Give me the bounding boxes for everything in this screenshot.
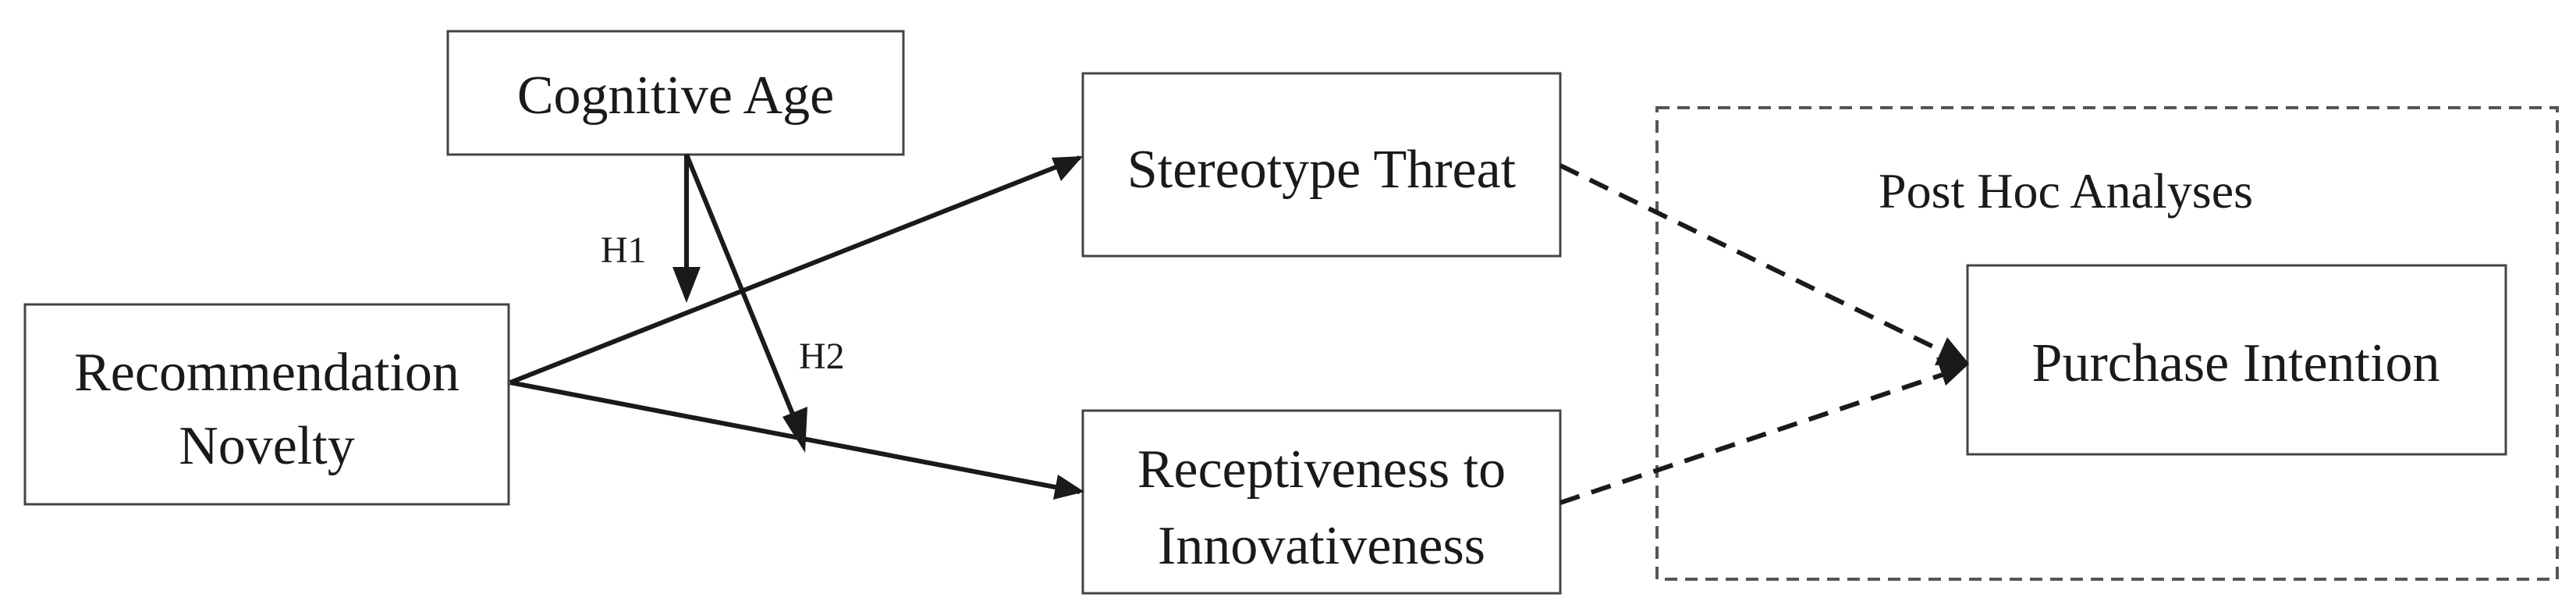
node-recommendation-novelty-line2: Novelty: [179, 416, 355, 476]
node-purchase-intention: Purchase Intention: [1966, 264, 2507, 456]
arrowhead-purchase-from-receptiveness: [1936, 358, 1969, 386]
arrowhead-h1: [672, 267, 701, 303]
arrowhead-purchase-from-threat: [1935, 337, 1969, 365]
node-stereotype-threat: Stereotype Threat: [1081, 72, 1562, 258]
arrowhead-receptiveness: [1053, 475, 1084, 500]
arrow-cognitive-age-h2: [684, 153, 798, 423]
arrow-receptiveness-to-purchase-intention: [1559, 372, 1943, 505]
hypothesis-h1-label: H1: [601, 230, 647, 271]
arrowhead-h2: [782, 407, 807, 453]
node-stereotype-threat-label: Stereotype Threat: [1127, 140, 1517, 200]
node-recommendation-novelty: Recommendation Novelty: [23, 303, 510, 506]
node-purchase-intention-label: Purchase Intention: [2032, 333, 2440, 393]
arrow-novelty-to-receptiveness: [509, 380, 1080, 494]
arrow-stereotype-threat-to-purchase-intention: [1559, 163, 1944, 354]
node-recommendation-novelty-line1: Recommendation: [74, 343, 459, 403]
post-hoc-group-box: [1655, 106, 2559, 581]
arrowhead-stereotype-threat: [1052, 156, 1083, 181]
node-receptiveness-line2: Innovativeness: [1158, 516, 1485, 576]
node-cognitive-age: Cognitive Age: [446, 30, 905, 156]
arrow-novelty-to-stereotype-threat: [509, 155, 1081, 385]
node-receptiveness-innovativeness: Receptiveness to Innovativeness: [1081, 409, 1562, 595]
node-receptiveness-line1: Receptiveness to: [1137, 439, 1506, 500]
node-cognitive-age-label: Cognitive Age: [517, 66, 834, 126]
post-hoc-group-label: Post Hoc Analyses: [1879, 163, 2253, 219]
hypothesis-h2-label: H2: [799, 336, 845, 377]
